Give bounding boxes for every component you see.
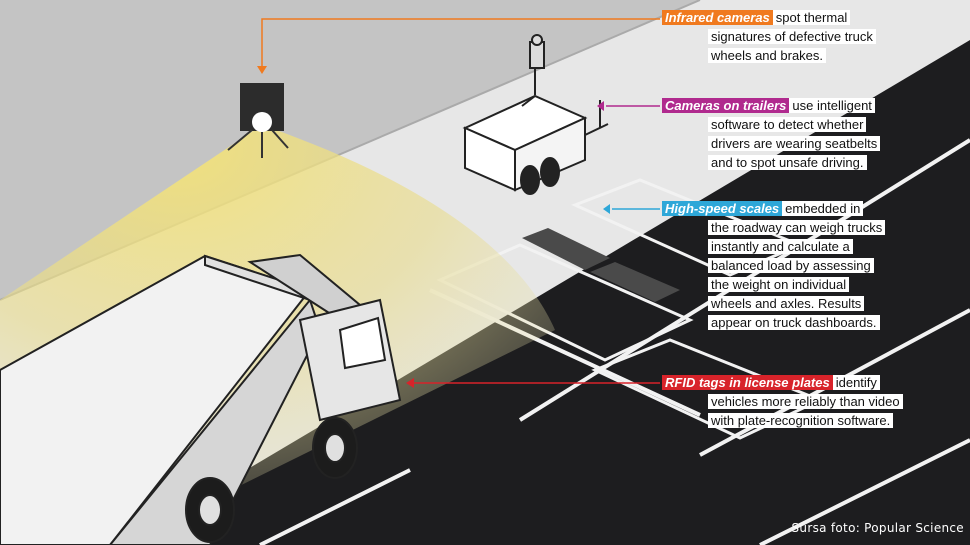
callout-leader-lines <box>257 18 660 388</box>
infrared-camera <box>227 83 289 158</box>
photo-credit: Sursa foto: Popular Science <box>791 521 964 535</box>
callout-infrared-first: spot thermal <box>772 10 851 25</box>
callout-rfid-line-2: with plate-recognition software. <box>708 413 894 428</box>
callout-infrared-line-1: signatures of defective truck <box>708 29 876 44</box>
callout-scales-line-5: wheels and axles. Results <box>708 296 865 311</box>
camera-trailer <box>462 34 609 195</box>
tag-high-speed-scales: High-speed scales <box>662 201 783 216</box>
tag-cameras-on-trailers: Cameras on trailers <box>662 98 790 113</box>
truck <box>0 253 402 545</box>
callout-scales-line-2: instantly and calculate a <box>708 239 853 254</box>
callout-scales-line-4: the weight on individual <box>708 277 850 292</box>
tag-infrared-cameras: Infrared cameras <box>662 10 773 25</box>
callout-trailers-first: use intelligent <box>789 98 875 113</box>
scale-sensor-strips <box>522 228 680 302</box>
callout-scales-line-3: balanced load by assessing <box>708 258 874 273</box>
callout-infrared-line-2: wheels and brakes. <box>708 48 827 63</box>
callout-trailers-line-3: and to spot unsafe driving. <box>708 155 867 170</box>
callout-rfid-line-1: vehicles more reliably than video <box>708 394 903 409</box>
callout-scales-line-1: the roadway can weigh trucks <box>708 220 886 235</box>
callout-scales-first: embedded in <box>782 201 864 216</box>
leader-infrared <box>261 18 660 68</box>
tag-rfid-tags: RFID tags in license plates <box>662 375 833 390</box>
callout-trailers-line-2: drivers are wearing seatbelts <box>708 136 881 151</box>
callout-rfid-first: identify <box>832 375 880 390</box>
callout-scales-line-6: appear on truck dashboards. <box>708 315 880 330</box>
callout-trailers-line-1: software to detect whether <box>708 117 867 132</box>
